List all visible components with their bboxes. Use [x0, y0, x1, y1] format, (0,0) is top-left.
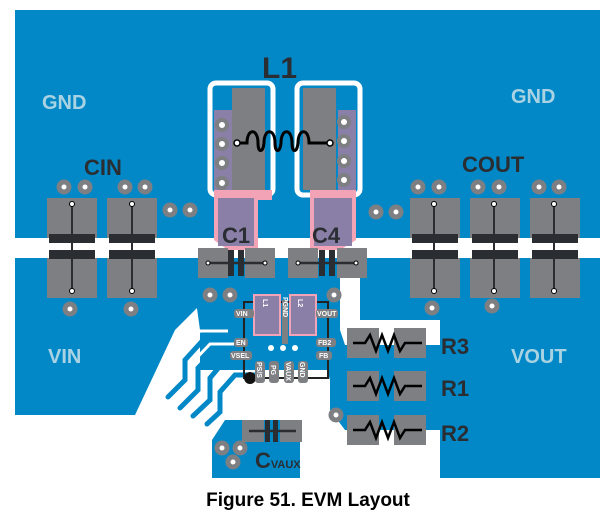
- trace-gaps: [160, 329, 234, 405]
- resistors: [347, 328, 426, 445]
- cin-capacitors: [47, 198, 157, 298]
- pin-fb: FB: [319, 353, 328, 360]
- figure-caption: Figure 51. EVM Layout: [206, 490, 410, 511]
- capacitor-cvaux: [242, 420, 302, 442]
- net-label-gnd-right: GND: [511, 86, 555, 108]
- pin-gnd: GND: [298, 362, 305, 378]
- label-r2: R2: [441, 421, 469, 446]
- label-c1: C1: [222, 223, 250, 248]
- label-cvaux: CVAUX: [255, 448, 301, 473]
- pin-vin: VIN: [236, 311, 248, 318]
- signal-traces: [165, 335, 258, 427]
- label-c4: C4: [312, 223, 341, 248]
- pin-l1: L1: [261, 299, 268, 307]
- net-label-vin: VIN: [48, 346, 81, 368]
- pin-pgnd: PGND: [281, 297, 288, 317]
- pin-fb2: FB2: [318, 340, 331, 347]
- vias: [56, 179, 567, 470]
- net-label-gnd-left: GND: [42, 92, 86, 114]
- label-cvaux-main: C: [255, 448, 271, 473]
- cout-capacitors: [410, 198, 580, 298]
- pin-pg: PG: [269, 365, 276, 376]
- inductor-vias: [215, 115, 351, 190]
- label-r1: R1: [441, 376, 469, 401]
- fb-copper: [320, 345, 440, 430]
- pin-vsel: VSEL: [231, 353, 250, 360]
- inductor-l1: [207, 80, 363, 198]
- capacitor-c4: [288, 248, 367, 278]
- label-cvaux-sub: VAUX: [271, 459, 301, 471]
- pcb-layout: L1 C1 C4 CIN: [15, 10, 600, 478]
- pin-l2: L2: [296, 299, 303, 307]
- pin-vout: VOUT: [317, 311, 337, 318]
- pin-vaux: VAUX: [284, 362, 291, 381]
- pin-en: EN: [236, 340, 246, 347]
- capacitor-c1: [198, 248, 275, 278]
- ic-pins: VIN VOUT EN VSEL FB2 FB L1 PGND L2 PS/S …: [230, 297, 338, 383]
- vout-plane: [360, 258, 600, 478]
- label-l1: L1: [262, 52, 297, 85]
- label-cout: COUT: [462, 152, 525, 177]
- label-cin: CIN: [84, 155, 122, 180]
- label-r3: R3: [441, 334, 469, 359]
- pin-pss: PS/S: [255, 362, 262, 378]
- inductor-symbol: [237, 130, 330, 152]
- net-label-vout: VOUT: [511, 346, 567, 368]
